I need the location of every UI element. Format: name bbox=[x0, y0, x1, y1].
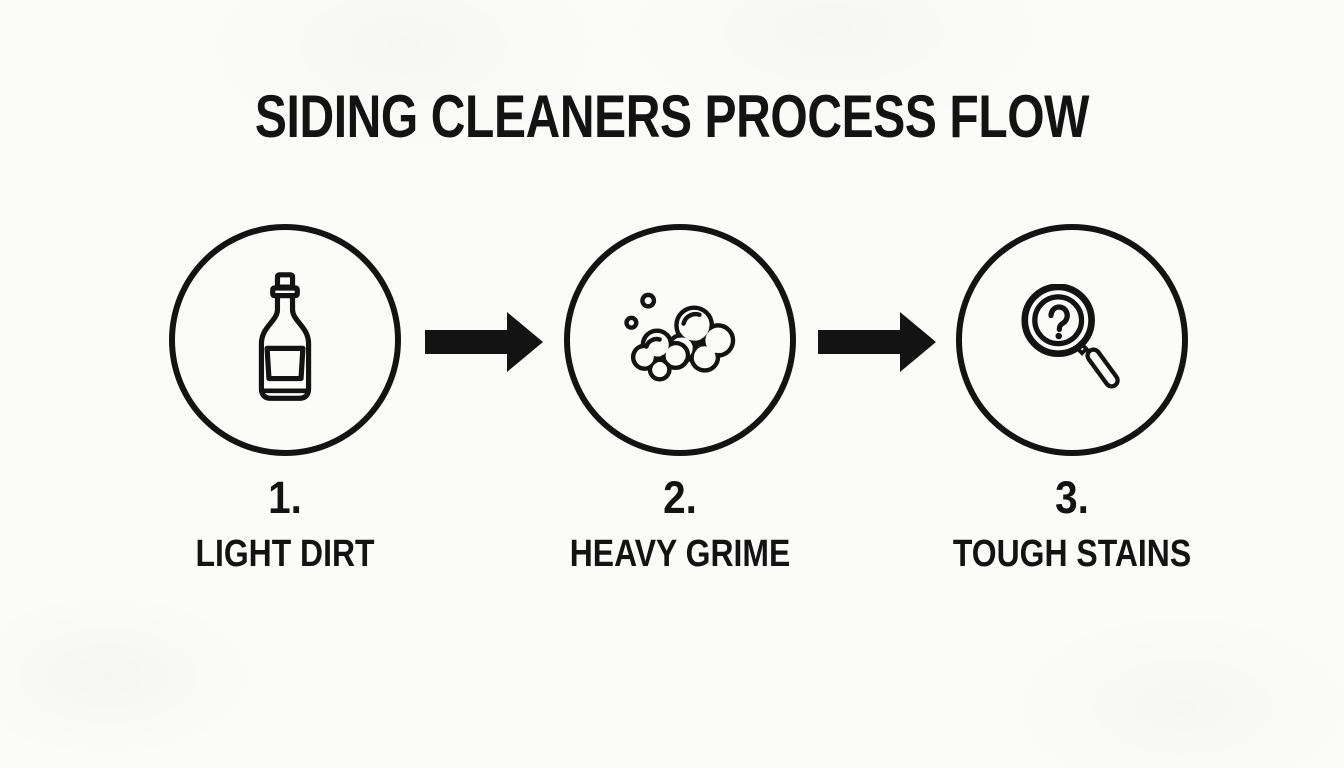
arrow-right-icon bbox=[818, 312, 936, 372]
diagram-title: SIDING CLEANERS PROCESS FLOW bbox=[254, 83, 1090, 150]
soap-foam-icon bbox=[618, 290, 742, 389]
step-number-3: 3. bbox=[1055, 472, 1089, 523]
step-label-1: LIGHT DIRT bbox=[195, 533, 375, 575]
step-circle-3 bbox=[956, 224, 1188, 456]
step-label-2: HEAVY GRIME bbox=[569, 533, 791, 575]
magnifier-question-icon bbox=[1020, 283, 1125, 389]
step-circle-1 bbox=[169, 224, 401, 456]
cleaner-bottle-icon bbox=[252, 272, 318, 404]
step-label-3: TOUGH STAINS bbox=[952, 533, 1192, 575]
step-number-1: 1. bbox=[268, 472, 302, 523]
step-number-2: 2. bbox=[663, 472, 697, 523]
step-circle-2 bbox=[564, 224, 796, 456]
arrow-right-icon bbox=[425, 312, 543, 372]
